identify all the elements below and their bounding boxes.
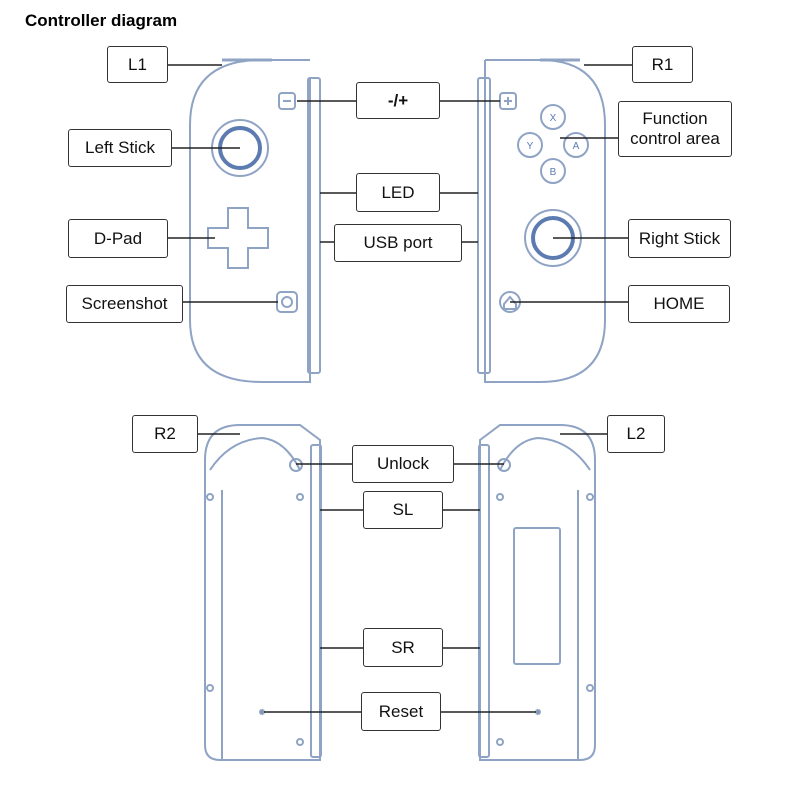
label-sr: SR <box>363 628 443 667</box>
button-x-label: X <box>550 113 557 124</box>
label-r1: R1 <box>632 46 693 83</box>
label-l1: L1 <box>107 46 168 83</box>
label-l2: L2 <box>607 415 665 453</box>
right-controller-back <box>478 424 596 761</box>
label-function-control-area: Function control area <box>618 101 732 157</box>
left-controller-front <box>189 58 321 383</box>
d-pad <box>207 207 269 269</box>
button-a-label: A <box>573 141 580 152</box>
minus-button <box>278 92 296 110</box>
label-left-stick: Left Stick <box>68 129 172 167</box>
label-d-pad: D-Pad <box>68 219 168 258</box>
plus-button <box>499 92 517 110</box>
rail-panel <box>513 527 561 665</box>
label-usb-port: USB port <box>334 224 462 262</box>
label-reset: Reset <box>361 692 441 731</box>
label-screenshot: Screenshot <box>66 285 183 323</box>
label-minus-plus: -/+ <box>356 82 440 119</box>
screenshot-button <box>276 291 298 313</box>
label-home: HOME <box>628 285 730 323</box>
button-b-label: B <box>550 167 557 178</box>
face-buttons <box>517 104 589 184</box>
label-sl: SL <box>363 491 443 529</box>
label-unlock: Unlock <box>352 445 454 483</box>
label-r2: R2 <box>132 415 198 453</box>
left-controller-back <box>204 424 322 761</box>
leader-lines <box>168 64 632 713</box>
diagram-title: Controller diagram <box>25 11 178 30</box>
right-controller-front <box>477 58 606 383</box>
button-y-label: Y <box>527 141 534 152</box>
label-led: LED <box>356 173 440 212</box>
label-right-stick: Right Stick <box>628 219 731 258</box>
